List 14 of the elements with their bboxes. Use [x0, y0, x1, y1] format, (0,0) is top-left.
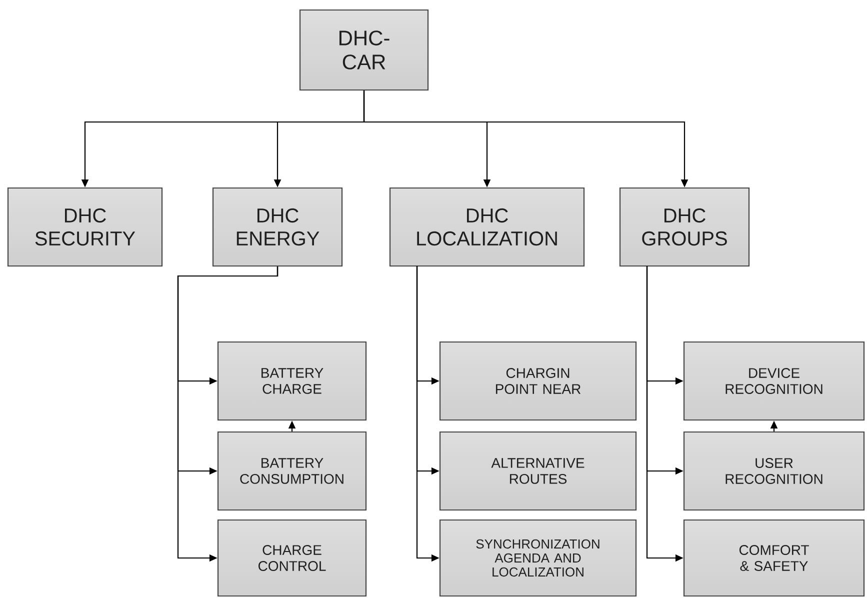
function-box: COMFORT & SAFETY — [683, 519, 865, 597]
function-box: USER RECOGNITION — [683, 431, 865, 511]
function-box: CHARGE CONTROL — [217, 519, 367, 597]
module-box: DHC GROUPS — [619, 187, 750, 267]
function-box: BATTERY CONSUMPTION — [217, 431, 367, 511]
function-box: CHARGIN POINT NEAR — [439, 341, 637, 421]
function-box: DEVICE RECOGNITION — [683, 341, 865, 421]
module-box: DHC SECURITY — [7, 187, 163, 267]
module-box: DHC ENERGY — [212, 187, 343, 267]
root-box: DHC-CAR — [299, 9, 429, 91]
function-box: BATTERY CHARGE — [217, 341, 367, 421]
function-box: SYNCHRONIZATION AGENDA AND LOCALIZATION — [439, 519, 637, 597]
module-box: DHC LOCALIZATION — [389, 187, 585, 267]
function-box: ALTERNATIVE ROUTES — [439, 431, 637, 511]
